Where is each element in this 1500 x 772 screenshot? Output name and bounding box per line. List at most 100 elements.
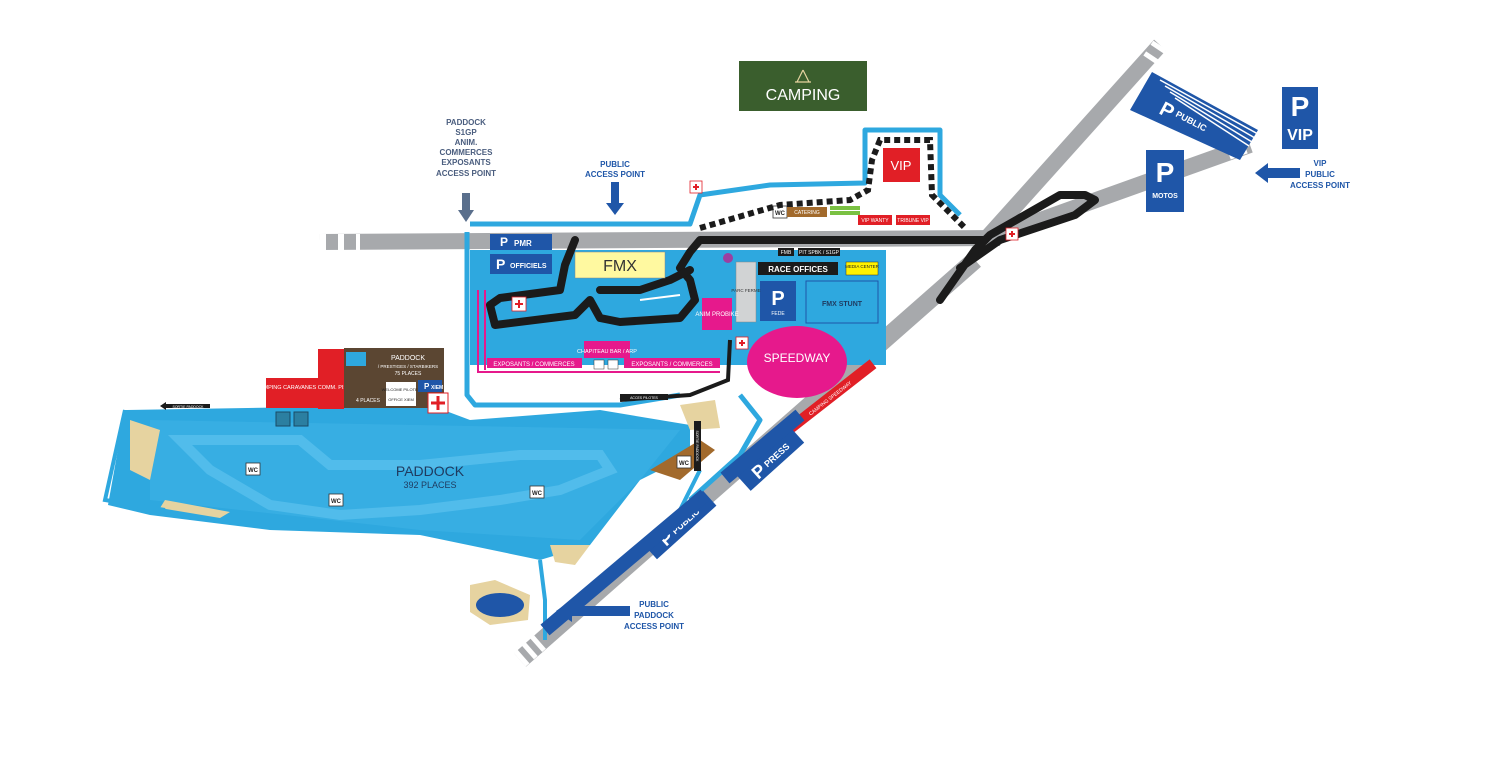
vip-wanty-block[interactable] xyxy=(858,215,892,225)
fmx-stunt-block[interactable] xyxy=(805,280,879,324)
tribune-vip-block[interactable] xyxy=(896,215,930,225)
race-offices-block[interactable] xyxy=(758,262,838,275)
catering-label: CATERING xyxy=(794,210,820,216)
ap-public-line-2: ACCESS POINT xyxy=(585,170,645,179)
pmr-parking-p: P xyxy=(500,235,508,249)
sand-patch-west xyxy=(130,420,160,480)
vip-block[interactable] xyxy=(883,148,920,182)
fede-parking[interactable]: P FEDE xyxy=(760,281,796,321)
catering[interactable]: CATERING xyxy=(787,207,827,217)
vip-wanty[interactable]: VIP WANTY xyxy=(858,215,892,225)
anim-probike[interactable]: ANIM PROBIKE xyxy=(695,298,739,330)
sortie-paddock-v-block xyxy=(694,421,701,471)
vip-label: VIP xyxy=(891,158,912,173)
first-aid-icon-5[interactable] xyxy=(427,392,449,414)
vip-zone[interactable]: VIP xyxy=(883,148,920,182)
ap-paddock-line-3: ANIM. xyxy=(455,138,478,147)
sortie-paddock-vertical: SORTIE PADDOCK xyxy=(694,421,701,471)
prestige-logo xyxy=(346,352,366,366)
parc-ferme-block[interactable] xyxy=(735,261,757,323)
camping-caravanes-label: CAMPING CARAVANES COMM. PISTE xyxy=(256,385,355,391)
parking-strip-press xyxy=(720,409,805,484)
prestige-places: 75 PLACES xyxy=(395,371,422,377)
first-aid-markers xyxy=(427,180,1019,414)
parking-stripes xyxy=(1159,79,1259,147)
chapiteau-block[interactable] xyxy=(584,341,630,358)
ap-pubpad-line-3: ACCESS POINT xyxy=(624,622,684,631)
media-center-block[interactable] xyxy=(845,261,879,276)
first-aid-icon-2[interactable] xyxy=(1005,227,1019,241)
camping-area[interactable]: CAMPING xyxy=(739,61,867,111)
motos-parking-sign[interactable] xyxy=(1146,150,1184,212)
wc-3[interactable]: WC xyxy=(529,485,545,499)
access-point-public: PUBLIC ACCESS POINT xyxy=(585,160,645,179)
wc-small-1[interactable] xyxy=(593,359,605,370)
sortie-paddock-arrow xyxy=(160,402,210,410)
arrow-down-icon xyxy=(458,193,474,222)
officiels-parking[interactable]: P OFFICIELS xyxy=(490,254,552,274)
ap-pubpad-line-2: PADDOCK xyxy=(634,611,674,620)
shower-icons xyxy=(275,411,309,427)
vip-parking-sign[interactable] xyxy=(1282,87,1318,149)
wc-2[interactable]: WC xyxy=(328,493,344,507)
fmx-area[interactable]: FMX xyxy=(574,251,666,279)
parc-ferme[interactable]: PARC FERME xyxy=(731,261,761,323)
paddock-area[interactable] xyxy=(108,400,720,565)
speedway[interactable]: SPEEDWAY xyxy=(747,326,847,398)
officiels-parking-p: P xyxy=(496,256,505,272)
wc-4[interactable]: WC xyxy=(676,455,692,469)
exposants-left-block[interactable] xyxy=(487,358,582,368)
vip-parking[interactable]: P VIP xyxy=(1282,87,1318,149)
ap-vip-line-3: ACCESS POINT xyxy=(1290,181,1350,190)
site-perimeter xyxy=(464,127,962,502)
first-aid-icon-3[interactable] xyxy=(511,296,527,312)
sortie-paddock-label: SORTIE PADDOCK xyxy=(173,405,205,409)
ap-paddock-line-1: PADDOCK xyxy=(446,118,486,127)
exposants[interactable]: EXPOSANTS / COMMERCES EXPOSANTS / COMMER… xyxy=(477,290,720,373)
xiem-parking-sign[interactable] xyxy=(418,380,442,392)
sand-patch-east xyxy=(680,400,720,430)
anim-probike-block[interactable] xyxy=(702,298,732,330)
parking-public-north-area xyxy=(1130,72,1258,160)
ap-paddock-line-6: ACCESS POINT xyxy=(436,169,496,178)
catering-block[interactable] xyxy=(787,207,827,217)
fmx-block[interactable] xyxy=(574,251,666,279)
officiels-parking-sign[interactable] xyxy=(490,254,552,274)
motos-parking[interactable]: P MOTOS xyxy=(1146,150,1184,212)
fede-parking-sign[interactable] xyxy=(760,281,796,321)
paddock-ghost-track xyxy=(167,435,618,521)
exposants-right-block[interactable] xyxy=(624,358,720,368)
first-aid-icon[interactable] xyxy=(689,180,703,194)
camping-caravanes-block xyxy=(266,378,344,408)
pmr-parking-sign[interactable] xyxy=(490,234,552,250)
green-strip-2 xyxy=(830,211,860,215)
pmr-parking[interactable]: P PMR xyxy=(490,234,552,250)
wc-small-2[interactable] xyxy=(607,359,619,370)
shower-icon-2 xyxy=(293,411,309,427)
first-aid-icon-4[interactable] xyxy=(735,336,749,350)
fmx-stunt[interactable]: FMX STUNT xyxy=(805,280,879,324)
track-vip-dotted xyxy=(699,137,968,231)
race-offices[interactable]: RACE OFFICES xyxy=(758,262,838,275)
press-parking-sign[interactable] xyxy=(737,427,805,491)
purple-marker xyxy=(723,253,733,263)
speedway-oval[interactable] xyxy=(747,326,847,398)
tribune-vip-label: TRIBUNE VIP xyxy=(897,218,929,224)
camping-speedway-block[interactable] xyxy=(782,359,877,436)
paddock-places: 392 PLACES xyxy=(403,480,456,490)
chapiteau[interactable]: CHAPITEAU BAR / ARP ACCES SERVICE xyxy=(577,341,637,377)
acces-pilotes: ACCES PILOTES xyxy=(620,394,668,400)
pit-label: PIT SPBK / S1GP xyxy=(799,250,840,256)
paddock-prestige[interactable]: CAMPING CARAVANES COMM. PISTE PADDOCK / … xyxy=(256,348,444,409)
arrow-down-icon-2 xyxy=(606,182,624,215)
camping-block[interactable] xyxy=(739,61,867,111)
acces-pilotes-label: ACCES PILOTES xyxy=(630,396,658,400)
wc-1[interactable]: WC xyxy=(245,462,261,476)
media-center[interactable]: MEDIA CENTER xyxy=(845,261,880,276)
access-point-public-paddock: PUBLIC PADDOCK ACCESS POINT xyxy=(624,600,684,631)
pit-block xyxy=(798,248,840,256)
tribune-vip[interactable]: TRIBUNE VIP xyxy=(896,215,930,225)
sand-patch-south xyxy=(550,545,590,565)
motos-parking-label: MOTOS xyxy=(1152,193,1178,200)
arrow-left-icon-2 xyxy=(556,600,630,622)
